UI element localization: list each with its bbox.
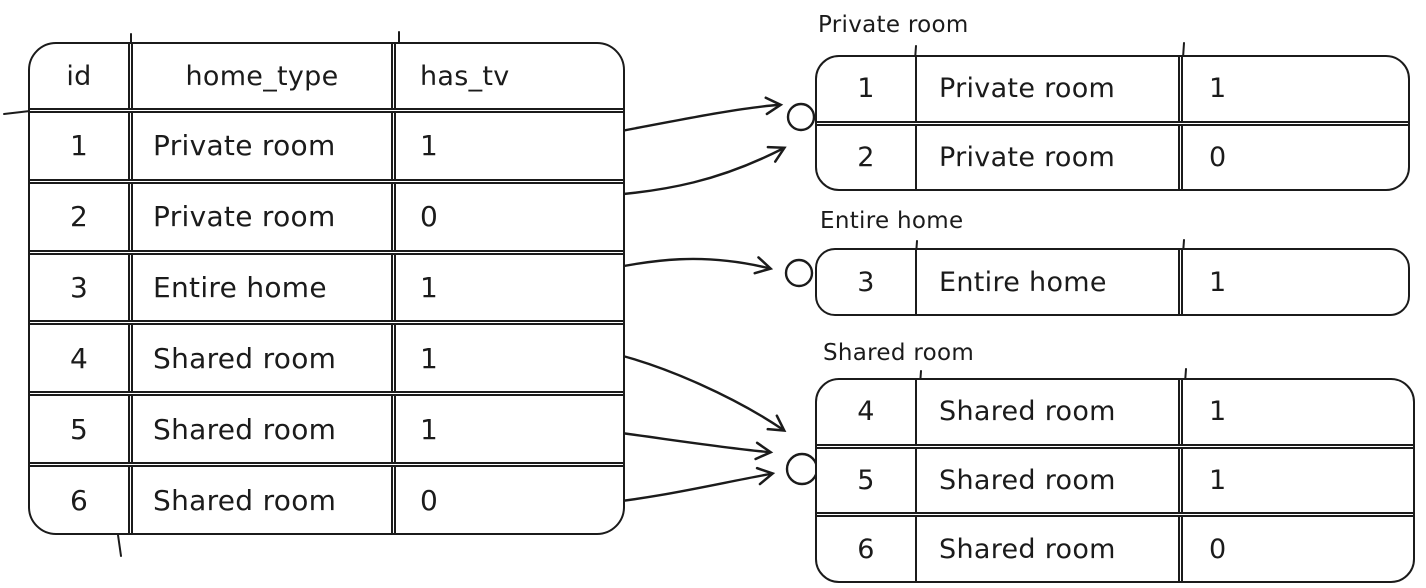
cell-id: 4 (817, 380, 917, 444)
group-label-shared-room: Shared room (823, 340, 975, 366)
cell-home-type: Shared room (917, 517, 1183, 581)
cell-id: 2 (817, 125, 917, 189)
table-row: 4 Shared room 1 (30, 325, 623, 397)
group-label-entire-home: Entire home (820, 208, 964, 234)
sketch-stroke (3, 110, 31, 115)
connector-circle-private-room (786, 102, 816, 132)
cell-has-tv: 1 (420, 129, 439, 163)
cell-home-type: Shared room (133, 467, 396, 533)
table-row: 4 Shared room 1 (817, 380, 1413, 449)
cell-id: 6 (30, 467, 133, 533)
group-table-entire-home: 3 Entire home 1 (815, 248, 1410, 316)
cell-has-tv: 1 (1209, 73, 1227, 105)
main-table: id home_type has_tv 1 Private room 1 2 P… (28, 42, 625, 535)
cell-home-type: Shared room (133, 325, 396, 392)
cell-id: 5 (817, 448, 917, 513)
cell-has-tv: 0 (420, 200, 439, 234)
table-row: 1 Private room 1 (30, 113, 623, 184)
column-header-id: id (30, 44, 133, 108)
table-row: 3 Entire home 1 (817, 250, 1408, 314)
cell-home-type: Shared room (133, 396, 396, 463)
cell-id: 4 (30, 325, 133, 392)
group-table-private-room: 1 Private room 1 2 Private room 0 (815, 55, 1410, 191)
cell-has-tv: 1 (1209, 396, 1227, 428)
cell-id: 2 (30, 183, 133, 250)
column-header-home-type: home_type (133, 44, 396, 108)
cell-home-type: Shared room (917, 448, 1183, 513)
main-table-header-row: id home_type has_tv (30, 44, 623, 113)
cell-has-tv: 1 (420, 271, 439, 305)
cell-has-tv: 0 (1209, 141, 1227, 173)
cell-home-type: Private room (917, 125, 1183, 189)
cell-home-type: Entire home (917, 250, 1183, 314)
cell-home-type: Entire home (133, 254, 396, 321)
table-row: 6 Shared room 0 (817, 517, 1413, 581)
cell-id: 3 (30, 254, 133, 321)
group-table-shared-room: 4 Shared room 1 5 Shared room 1 6 Shared… (815, 378, 1415, 583)
connector-circle-entire-home (784, 258, 814, 288)
cell-id: 3 (817, 250, 917, 314)
cell-id: 1 (817, 57, 917, 121)
cell-has-tv: 1 (1209, 266, 1227, 298)
table-row: 2 Private room 0 (817, 125, 1408, 189)
cell-home-type: Private room (917, 57, 1183, 121)
cell-has-tv: 0 (1209, 533, 1227, 565)
table-row: 6 Shared room 0 (30, 467, 623, 533)
column-header-has-tv: has_tv (420, 60, 510, 92)
cell-has-tv: 0 (420, 483, 439, 517)
table-row: 2 Private room 0 (30, 183, 623, 255)
cell-id: 1 (30, 113, 133, 179)
cell-has-tv: 1 (420, 341, 439, 375)
cell-has-tv: 1 (1209, 465, 1227, 496)
cell-id: 6 (817, 517, 917, 581)
cell-home-type: Private room (133, 113, 396, 179)
cell-id: 5 (30, 396, 133, 463)
table-row: 3 Entire home 1 (30, 254, 623, 326)
table-row: 5 Shared room 1 (30, 396, 623, 468)
cell-home-type: Private room (133, 183, 396, 250)
table-row: 1 Private room 1 (817, 57, 1408, 126)
cell-has-tv: 1 (420, 412, 439, 446)
connector-circle-shared-room (785, 452, 819, 486)
table-row: 5 Shared room 1 (817, 448, 1413, 518)
cell-home-type: Shared room (917, 380, 1183, 444)
group-label-private-room: Private room (818, 12, 969, 38)
